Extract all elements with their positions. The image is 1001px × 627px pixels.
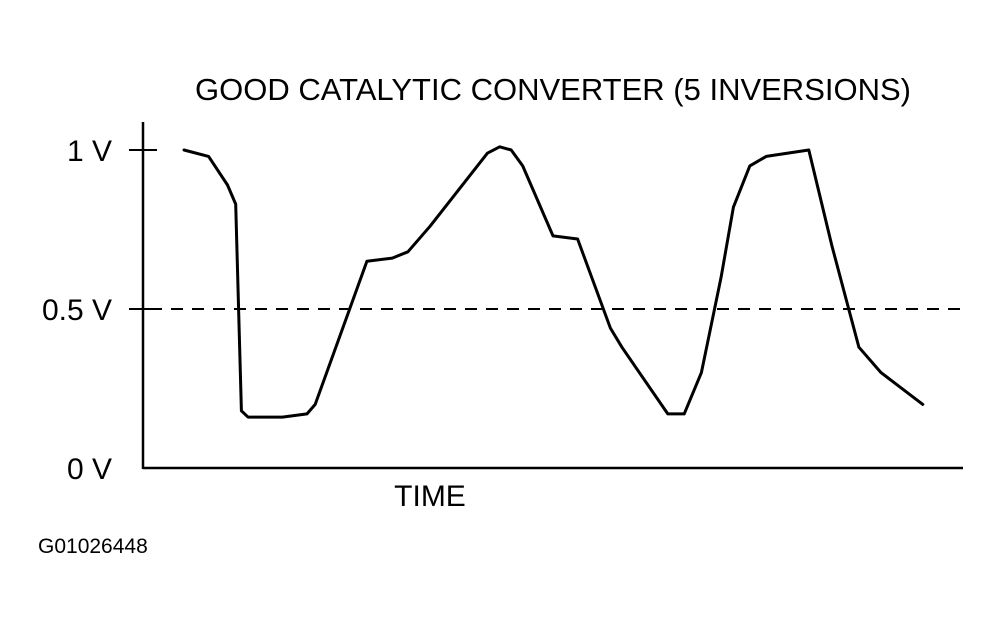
o2-sensor-signal-line: [182, 145, 925, 419]
y-tick-label-1: 0.5 V: [42, 294, 112, 327]
y-tick-label-0: 1 V: [67, 135, 112, 168]
y-tick-label-2: 0 V: [67, 453, 112, 486]
y-ticks: 1 V 0.5 V 0 V: [42, 135, 157, 486]
x-axis-label: TIME: [394, 480, 466, 513]
figure-id: G01026448: [38, 535, 148, 558]
chart-title: GOOD CATALYTIC CONVERTER (5 INVERSIONS): [195, 72, 911, 107]
